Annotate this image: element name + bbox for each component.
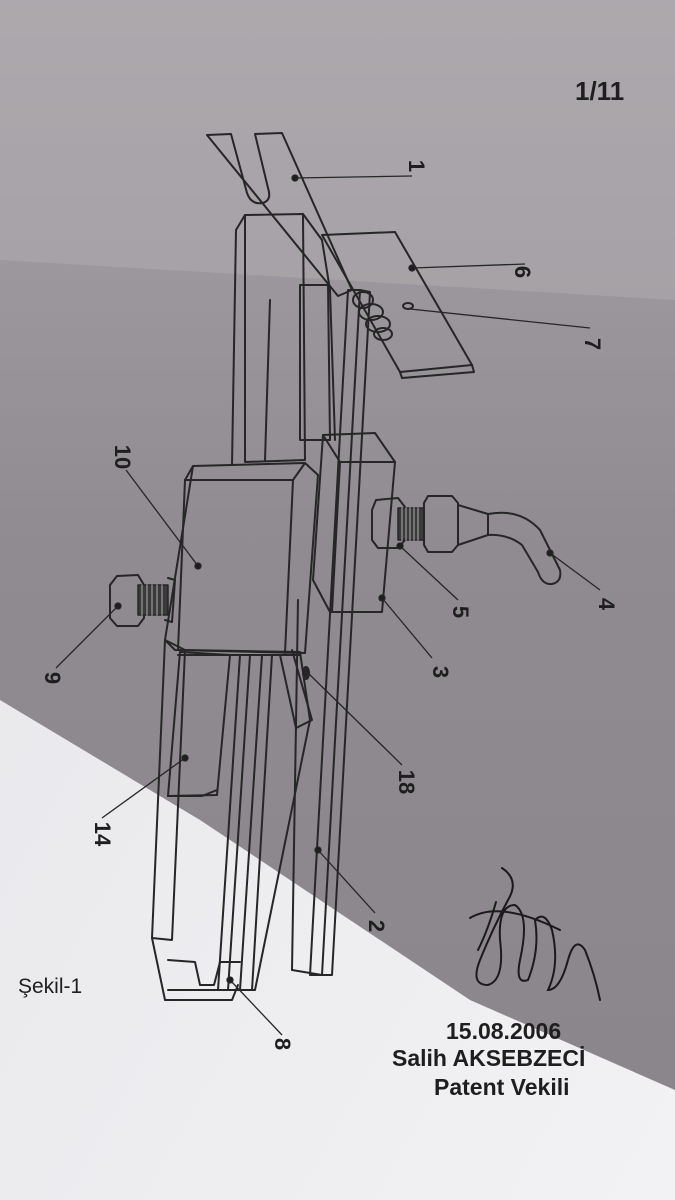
paper-top-sheen — [0, 0, 675, 300]
callout-2: 2 — [364, 919, 389, 933]
mechanism-drawing — [109, 132, 562, 1001]
page-number: 1/11 — [575, 76, 625, 106]
callout-3: 3 — [428, 665, 453, 679]
thread-lower — [137, 584, 169, 616]
callout-10: 10 — [110, 444, 135, 470]
part-7-hole — [402, 302, 414, 310]
thread-upper — [397, 507, 425, 541]
callout-6: 6 — [510, 265, 535, 279]
part-9-nut — [109, 574, 145, 627]
part-18-pin — [302, 666, 310, 680]
handwritten-signature — [469, 867, 601, 1001]
part-1-slotted-plate — [206, 132, 353, 297]
date-text: 15.08.2006 — [446, 1018, 562, 1044]
attorney-title: Patent Vekili — [434, 1074, 570, 1100]
leader-lines — [55, 174, 601, 1036]
part-3-block — [312, 432, 396, 613]
callout-4: 4 — [594, 597, 619, 611]
figure-caption: Şekil-1 — [18, 975, 83, 998]
attorney-name: Salih AKSEBZECİ — [392, 1045, 586, 1071]
callout-5: 5 — [448, 605, 473, 619]
callout-18: 18 — [394, 769, 419, 795]
callout-9: 9 — [40, 671, 65, 685]
callout-8: 8 — [270, 1037, 295, 1051]
upper-bar — [244, 213, 306, 463]
channel-end-profile — [167, 959, 241, 986]
callout-7: 7 — [580, 337, 605, 351]
callout-1: 1 — [404, 159, 429, 173]
lower-channel — [151, 639, 186, 941]
part-14-slider — [167, 651, 231, 797]
callout-14: 14 — [90, 821, 115, 847]
paper-shadow-area — [0, 0, 675, 1090]
part-6-plate-edge — [399, 364, 475, 379]
